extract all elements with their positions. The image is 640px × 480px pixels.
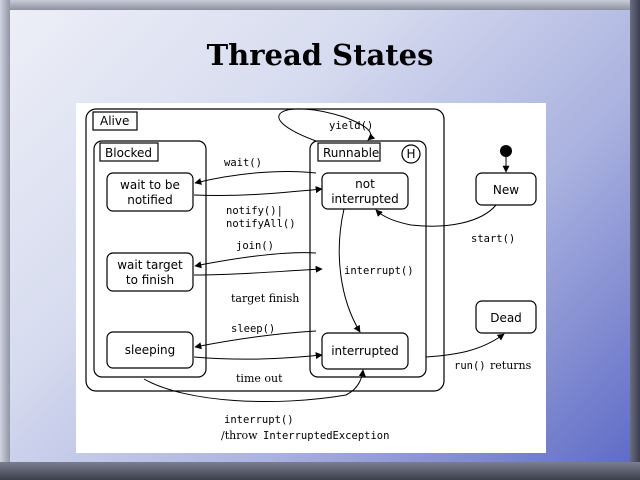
state-wait-notified — [106, 172, 194, 212]
state-not-interrupted-line2: interrupted — [331, 192, 399, 206]
label-sleep: sleep() — [231, 323, 275, 335]
alive-label: Alive — [100, 114, 129, 128]
blocked-tab — [99, 142, 159, 162]
label-throw-prefix: /throw — [221, 429, 258, 442]
edge-run-returns — [425, 333, 505, 358]
state-sleeping — [106, 331, 194, 369]
runnable-tab — [317, 142, 381, 162]
edge-yield — [278, 108, 376, 142]
edge-sleep — [194, 330, 317, 350]
label-run-code: run() — [454, 360, 486, 372]
history-marker — [401, 144, 421, 164]
state-interrupted — [321, 332, 409, 370]
state-dead-label: Dead — [490, 311, 522, 325]
state-interrupted-label: interrupted — [331, 344, 399, 358]
state-dead — [475, 300, 537, 334]
edge-join — [194, 252, 317, 269]
frame-top — [0, 0, 640, 10]
frame-right — [630, 0, 640, 480]
state-wait-target-line2: to finish — [126, 273, 174, 287]
state-wait-notified-line1: wait to be — [120, 178, 180, 192]
label-interrupt-bottom: interrupt() — [224, 414, 294, 426]
label-time-out: time out — [236, 372, 283, 385]
edge-wait — [194, 170, 317, 185]
state-new — [475, 172, 537, 206]
alive-tab — [92, 111, 138, 131]
label-yield: yield() — [329, 120, 373, 132]
label-run-text: returns — [490, 359, 532, 372]
label-start: start() — [471, 233, 515, 245]
label-notify-all: notifyAll() — [226, 218, 296, 230]
edge-notify — [193, 186, 323, 197]
edge-interrupt-bottom — [143, 369, 366, 403]
label-interrupt-runnable: interrupt() — [344, 265, 414, 277]
initial-state-dot — [500, 145, 512, 157]
state-sleeping-label: sleeping — [125, 343, 176, 357]
runnable-label: Runnable — [323, 146, 379, 160]
frame-left — [0, 0, 10, 480]
label-throw-exception: InterruptedException — [263, 430, 389, 442]
edge-time-out — [193, 352, 323, 360]
blocked-label: Blocked — [105, 146, 152, 160]
state-not-interrupted-line1: not — [355, 177, 375, 191]
history-label: H — [407, 147, 416, 161]
label-join: join() — [236, 240, 274, 252]
edge-start — [375, 204, 497, 227]
label-notify: notify()| — [226, 205, 283, 217]
state-wait-target — [106, 252, 194, 292]
edge-interrupt-runnable — [338, 208, 361, 333]
label-wait: wait() — [224, 157, 262, 169]
edge-target-finish — [193, 265, 323, 276]
state-new-label: New — [493, 183, 519, 197]
slide-title: Thread States — [206, 38, 434, 72]
state-diagram: Alive Blocked Runnable H wait to be noti… — [76, 103, 546, 453]
state-wait-target-line1: wait target — [117, 258, 183, 272]
frame-bottom — [0, 462, 640, 480]
label-target-finish: target finish — [231, 292, 299, 305]
state-wait-notified-line2: notified — [127, 193, 173, 207]
